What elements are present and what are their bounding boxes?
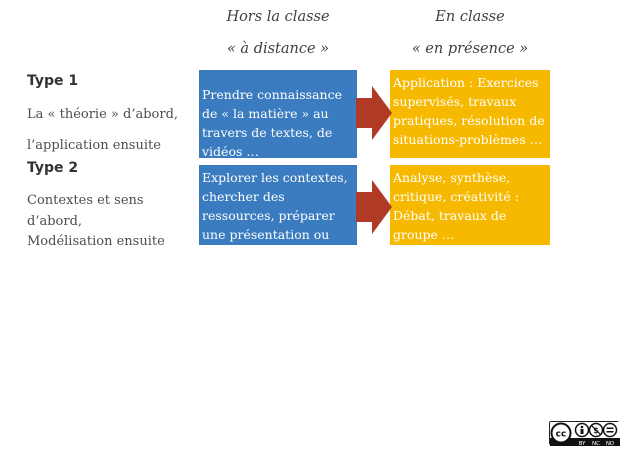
license-nc-label: NC — [592, 441, 600, 446]
presence-column-title: En classe — [435, 9, 505, 25]
type2-title: Type 2 — [27, 160, 79, 176]
type1-title: Type 1 — [27, 73, 79, 89]
type2-arrow-icon — [356, 180, 392, 234]
svg-text:cc: cc — [556, 430, 567, 440]
type1-line1: La « théorie » d’abord, — [27, 107, 179, 122]
type2-distance-box: Explorer les contextes, chercher des res… — [199, 165, 357, 261]
type1-line2: l’application ensuite — [27, 138, 161, 153]
creative-commons-icon: cc $ BY NC ND — [550, 422, 620, 447]
license-nd-label: ND — [606, 441, 614, 446]
type2-line2: Modélisation ensuite — [27, 234, 165, 249]
type1-presence-box: Application : Exercices supervisés, trav… — [390, 70, 550, 158]
presence-column-subtitle: « en présence » — [411, 41, 529, 57]
license-by-label: BY — [579, 441, 586, 446]
creative-commons-license-badge[interactable]: cc $ BY NC ND — [549, 421, 620, 447]
type2-line1: Contextes et sens d’abord, — [27, 193, 144, 229]
distance-column-subtitle: « à distance » — [226, 41, 330, 57]
distance-column-title: Hors la classe — [226, 9, 330, 25]
type2-presence-box: Analyse, synthèse, critique, créativité … — [390, 165, 550, 245]
type1-arrow-icon — [356, 86, 392, 140]
type1-distance-box: Prendre connaissance de « la matière » a… — [199, 70, 357, 159]
